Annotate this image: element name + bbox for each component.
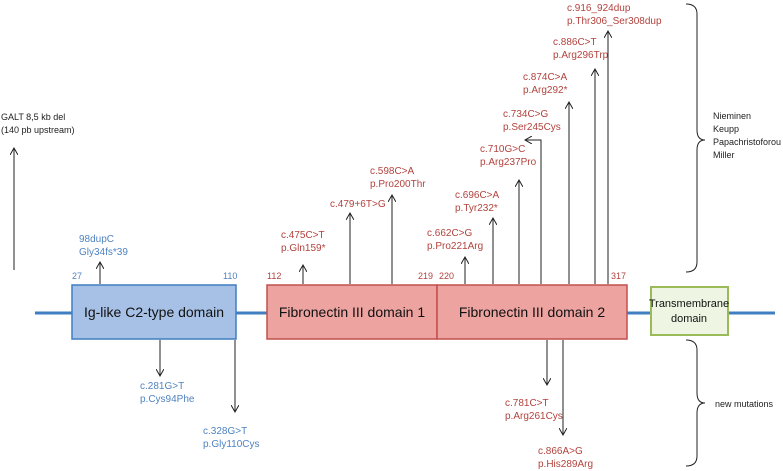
mutation-479-c: c.479+6T>G: [330, 199, 386, 210]
position-317: 317: [611, 271, 626, 281]
tm-domain-label-line2: domain: [671, 313, 707, 325]
mutation-328-c: c.328G>T: [203, 426, 247, 437]
mutation-866-p: p.His289Arg: [538, 459, 593, 470]
tm-domain-box: [650, 286, 729, 336]
position-110: 110: [223, 271, 237, 281]
reference-papachristoforou: Papachristoforou: [713, 137, 781, 147]
mutation-874-p: p.Arg292*: [523, 85, 568, 96]
mutation-98-c: 98dupC: [79, 234, 114, 245]
tm-domain-label-line1: Transmembrane: [649, 298, 729, 310]
reference-keupp: Keupp: [713, 124, 739, 134]
mutation-281-p: p.Cys94Phe: [140, 394, 195, 405]
mutation-475-c: c.475C>T: [281, 230, 325, 241]
reference-miller: Miller: [713, 150, 735, 160]
position-27: 27: [72, 271, 82, 281]
mutation-866-c: c.866A>G: [538, 446, 583, 457]
fn2-domain-label: Fibronectin III domain 2: [459, 304, 606, 320]
mutation-781-c: c.781C>T: [505, 398, 549, 409]
mutation-734-p: p.Ser245Cys: [503, 122, 561, 133]
mutation-710-p: p.Arg237Pro: [480, 157, 537, 168]
galt-deletion-line2: (140 pb upstream): [1, 125, 75, 135]
mutation-696-p: p.Tyr232*: [455, 203, 498, 214]
mutation-598-p: p.Pro200Thr: [370, 179, 426, 190]
ig-domain-box: [71, 284, 237, 340]
new-mutations-label: new mutations: [715, 399, 774, 409]
fn2-domain-box: [436, 284, 628, 340]
reference-nieminen: Nieminen: [713, 111, 751, 121]
ig-domain-label: Ig-like C2-type domain: [84, 304, 224, 320]
galt-deletion-line1: GALT 8,5 kb del: [1, 112, 65, 122]
position-220: 220: [439, 271, 454, 281]
mutation-475-p: p.Gln159*: [281, 243, 326, 254]
fn1-domain-label: Fibronectin III domain 1: [279, 304, 426, 320]
mutation-598-c: c.598C>A: [370, 166, 415, 177]
mutation-98-p: Gly34fs*39: [79, 247, 128, 258]
fn1-domain-box: [266, 284, 438, 340]
position-112: 112: [267, 271, 281, 281]
mutation-781-p: p.Arg261Cys: [505, 411, 563, 422]
mutation-734-arrow: [526, 140, 542, 284]
mutation-734-c: c.734C>G: [503, 109, 549, 120]
mutation-281-c: c.281G>T: [140, 381, 184, 392]
mutation-916-p: p.Thr306_Ser308dup: [567, 16, 662, 27]
mutation-886-p: p.Arg296Trp: [553, 50, 609, 61]
references-brace: [685, 3, 706, 273]
mutation-696-c: c.696C>A: [455, 190, 500, 201]
mutation-874-c: c.874C>A: [523, 72, 568, 83]
mutation-886-c: c.886C>T: [553, 37, 597, 48]
mutation-710-c: c.710G>C: [480, 144, 525, 155]
mutation-916-c: c.916_924dup: [567, 3, 631, 14]
mutation-662-c: c.662C>G: [427, 228, 473, 239]
new-mutations-brace: [685, 339, 706, 467]
mutation-662-p: p.Pro221Arg: [427, 241, 483, 252]
mutation-328-p: p.Gly110Cys: [203, 439, 260, 450]
position-219: 219: [418, 271, 433, 281]
